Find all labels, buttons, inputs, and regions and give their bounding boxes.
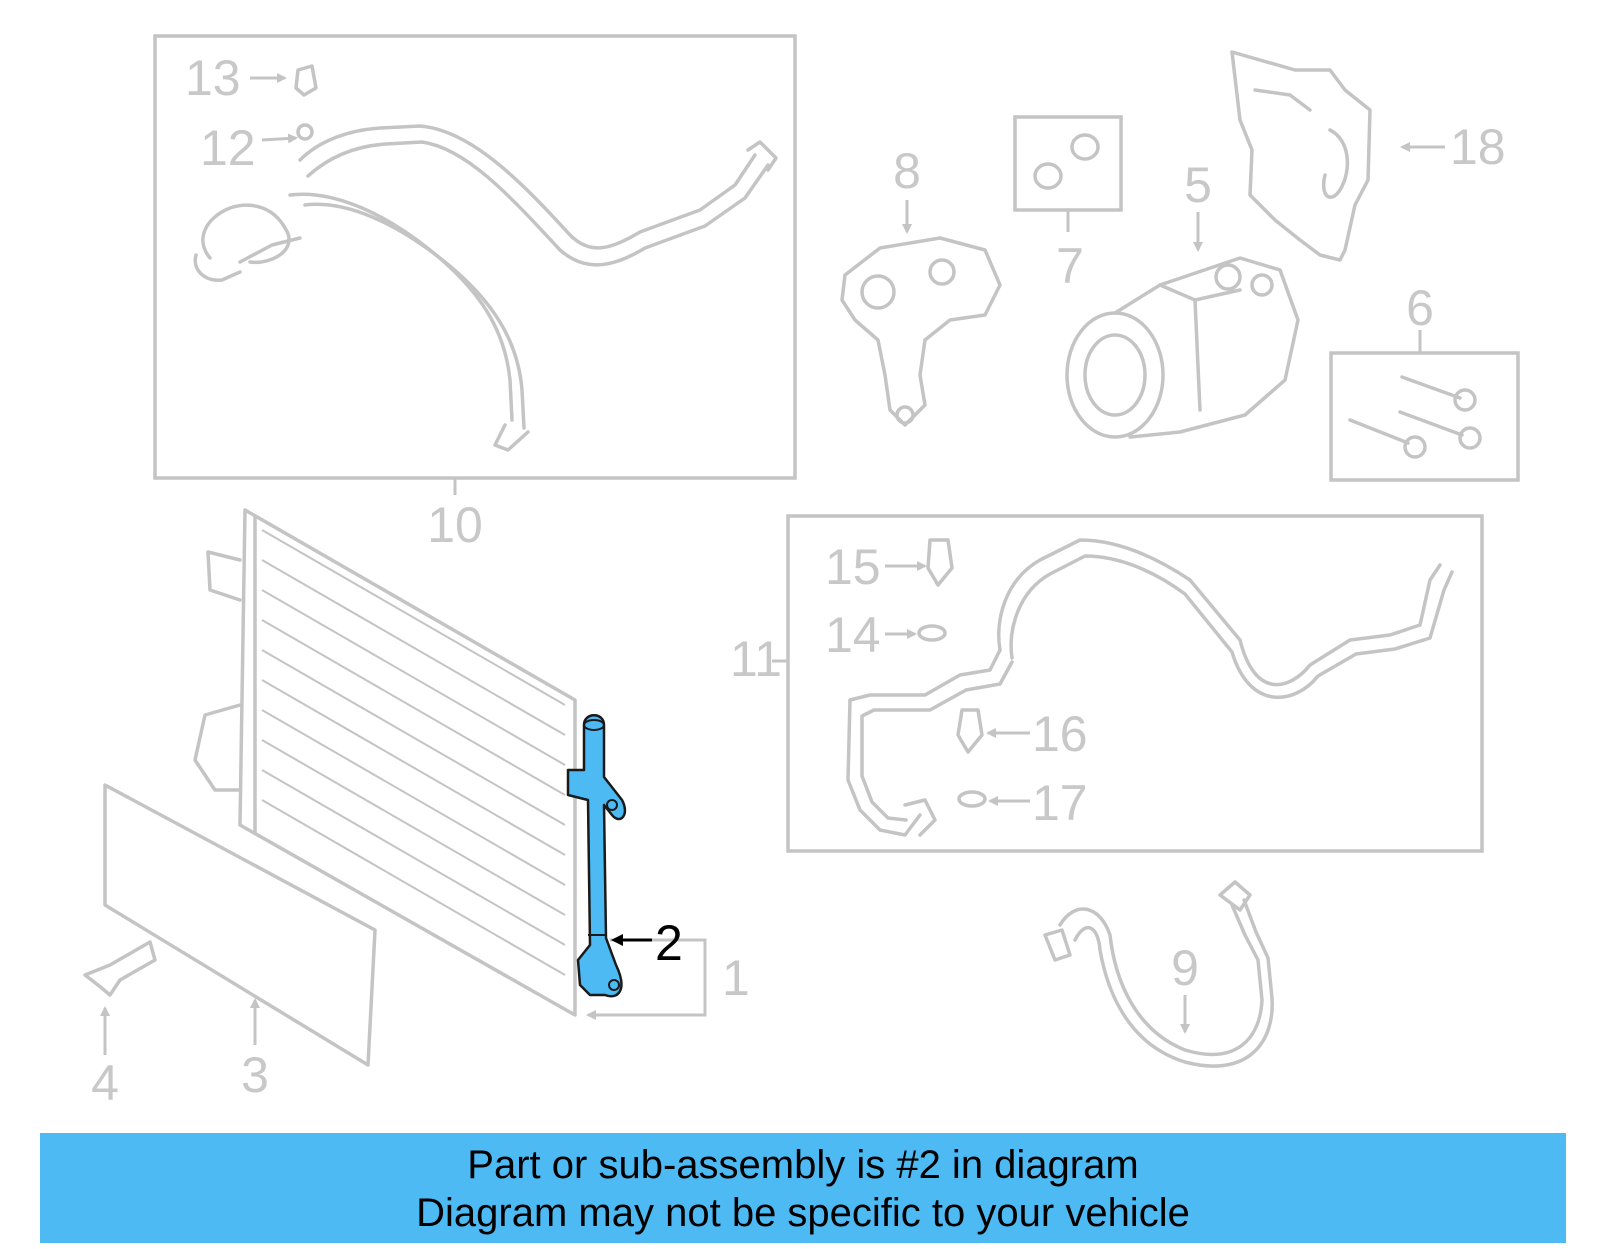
callout-4: 4 <box>91 1055 119 1111</box>
callout-16: 16 <box>1032 706 1088 762</box>
leader-12 <box>261 133 298 144</box>
ac-compressor-5 <box>1065 256 1300 439</box>
hose-9-outer <box>1058 903 1264 1057</box>
group-frame-6 <box>1329 351 1520 482</box>
hose-9-end-a <box>1043 928 1072 962</box>
condenser-1-bracket-top <box>206 550 242 602</box>
shield-18-cutout <box>1322 128 1350 199</box>
hose-11-lower-loop <box>846 648 1002 837</box>
shield-18-rib <box>1253 88 1312 112</box>
hose-assembly-11 <box>786 514 1484 853</box>
compressor-5-body-edges <box>1158 283 1242 412</box>
hose-10-upper-fitting <box>746 140 778 172</box>
bolt-6-c-shank <box>1348 418 1410 445</box>
hose-9 <box>1043 880 1274 1068</box>
clip-4-outline <box>83 940 157 997</box>
hose-11-lower-loop-edge <box>860 660 1014 822</box>
callout-10: 10 <box>427 497 483 553</box>
compressor-5-port-a <box>1214 263 1242 291</box>
seal-panel-3 <box>103 783 377 1067</box>
o-ring-14 <box>917 624 947 642</box>
bracket-8-body <box>840 236 1002 427</box>
hose-10-upper-line-edge <box>306 140 770 267</box>
clip-4 <box>83 940 157 997</box>
bracket-8-mount-hole <box>895 405 915 425</box>
bracket-8-boss-right <box>928 258 956 286</box>
compressor-5-clutch <box>1065 311 1165 439</box>
bolts-6 <box>1329 351 1520 482</box>
callout-5: 5 <box>1184 157 1212 213</box>
caps-7 <box>1013 115 1123 212</box>
banner-line-disclaimer: Diagram may not be specific to your vehi… <box>416 1191 1190 1235</box>
hose-10-coupler <box>238 236 302 264</box>
callout-1: 1 <box>722 950 750 1006</box>
receiver-drier-2-highlighted <box>566 714 627 998</box>
hose-11-upper-line-edge <box>1009 554 1454 700</box>
leader-1-bracket <box>590 938 707 1017</box>
condenser-1 <box>193 508 577 1017</box>
hose-9-end-b <box>1218 880 1252 912</box>
compressor-bracket-8 <box>840 236 1002 427</box>
callout-17: 17 <box>1032 775 1088 831</box>
hose-10-lower-fitting <box>493 423 530 452</box>
valve-cap-13 <box>294 64 318 97</box>
cap-7-b <box>1070 133 1100 161</box>
hose-11-end-fitting <box>903 798 937 837</box>
hose-10-main-run <box>288 192 514 422</box>
callout-6: 6 <box>1406 280 1434 336</box>
cap-7-a <box>1033 162 1063 190</box>
info-banner: Part or sub-assembly is #2 in diagram Di… <box>40 1133 1566 1243</box>
callout-13: 13 <box>185 50 241 106</box>
condenser-1-bracket-mid <box>193 703 242 792</box>
group-frame-10 <box>153 34 797 480</box>
compressor-5-port-b <box>1250 273 1274 297</box>
callout-15: 15 <box>825 539 881 595</box>
condenser-1-fins <box>261 529 566 976</box>
bolt-6-b-head <box>1458 426 1482 450</box>
receiver-drier-2-hole-lower <box>608 979 620 991</box>
compressor-5-body <box>1113 256 1300 439</box>
callout-14: 14 <box>825 607 881 663</box>
callout-2: 2 <box>655 915 683 971</box>
hose-10-end-fitting <box>193 253 242 282</box>
callout-8: 8 <box>893 143 921 199</box>
bracket-8-boss-left <box>860 274 896 310</box>
hose-11-upper-line <box>997 538 1442 687</box>
bolt-6-a-head <box>1453 388 1477 412</box>
heat-shield-18 <box>1230 50 1372 262</box>
o-ring-17 <box>957 790 987 808</box>
bolt-6-b-shank <box>1398 410 1464 437</box>
sensor-15 <box>926 538 954 587</box>
hose-assembly-10 <box>153 34 797 480</box>
shield-18-outline <box>1230 50 1372 262</box>
hose-10-end-loop <box>201 203 291 265</box>
hose-10-upper-line <box>298 124 757 250</box>
bolt-6-c-head <box>1403 435 1427 459</box>
callout-11: 11 <box>730 631 782 687</box>
seal-panel-3-outline <box>103 783 377 1067</box>
banner-line-part: Part or sub-assembly is #2 in diagram <box>467 1143 1139 1187</box>
callout-9: 9 <box>1171 940 1199 996</box>
bolt-6-a-shank <box>1400 375 1462 400</box>
fitting-12 <box>296 123 314 141</box>
callout-3: 3 <box>241 1047 269 1103</box>
callout-18: 18 <box>1450 119 1506 175</box>
group-frame-11 <box>786 514 1484 853</box>
condenser-1-core <box>238 508 577 1017</box>
group-frame-7 <box>1013 115 1123 212</box>
hose-10-main-run-edge <box>303 202 526 430</box>
callout-12: 12 <box>200 120 256 176</box>
callout-7: 7 <box>1056 238 1084 294</box>
hose-9-inner <box>1073 898 1274 1068</box>
receiver-drier-2-shape <box>566 714 627 998</box>
sensor-16 <box>956 708 984 754</box>
receiver-drier-2-hole-upper <box>606 799 618 811</box>
receiver-drier-2-cap <box>583 719 605 731</box>
compressor-5-clutch-hub <box>1083 333 1147 417</box>
